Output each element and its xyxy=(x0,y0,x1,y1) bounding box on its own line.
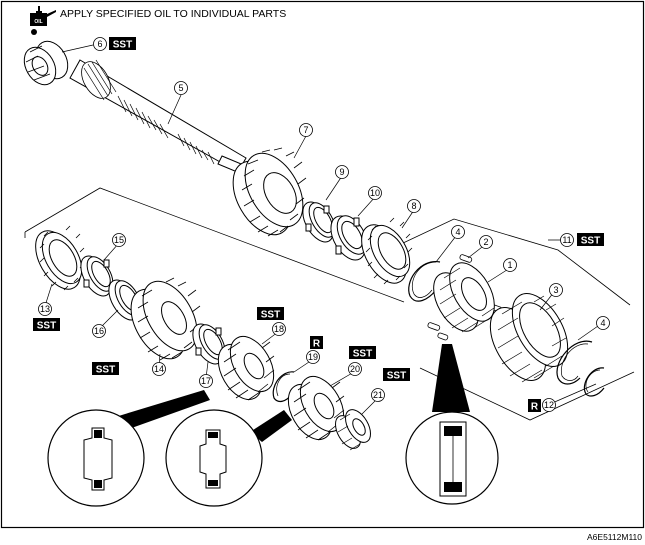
svg-text:R: R xyxy=(531,402,539,413)
figure-code: A6E5112M110 xyxy=(587,532,642,542)
callout-17: 17 xyxy=(199,374,213,388)
callout-6: 6 xyxy=(93,37,107,51)
svg-text:17: 17 xyxy=(201,376,211,386)
sst-tag-11: SST xyxy=(577,233,604,247)
cross-section-c xyxy=(405,344,499,505)
callout-2: 2 xyxy=(479,235,493,249)
svg-text:6: 6 xyxy=(97,39,102,49)
callout-1: 1 xyxy=(503,258,517,272)
svg-text:18: 18 xyxy=(274,324,284,334)
snap-ring-4-upper xyxy=(408,261,441,302)
sst-tag-20: SST xyxy=(349,346,376,360)
ring-9 xyxy=(302,201,336,243)
r-tag-19: R xyxy=(310,336,323,350)
svg-text:19: 19 xyxy=(308,352,318,362)
svg-text:SST: SST xyxy=(261,310,280,321)
gear-7 xyxy=(232,147,307,237)
callouts: 6 5 7 9 10 8 4 2 11 1 3 4 12 15 13 16 14… xyxy=(38,37,610,412)
callout-19: 19 xyxy=(306,350,320,364)
svg-text:R: R xyxy=(313,339,321,350)
ring-17 xyxy=(192,323,226,365)
cross-section-b xyxy=(165,409,292,507)
synchro-ring-13 xyxy=(35,225,85,291)
svg-text:8: 8 xyxy=(411,201,416,211)
callout-12: 12 xyxy=(542,398,556,412)
cross-section-a xyxy=(47,390,210,507)
sst-tag-18: SST xyxy=(257,307,284,321)
svg-text:10: 10 xyxy=(370,188,380,198)
svg-text:14: 14 xyxy=(154,364,164,374)
snap-ring-19 xyxy=(272,371,295,403)
svg-text:11: 11 xyxy=(562,235,571,245)
snap-ring-4-lower xyxy=(556,340,593,385)
svg-text:13: 13 xyxy=(40,304,50,314)
oil-can-icon: OIL xyxy=(30,6,56,35)
callout-4-lower: 4 xyxy=(596,316,610,330)
ring-15 xyxy=(80,255,114,297)
callout-4-upper: 4 xyxy=(451,225,465,239)
ring-10 xyxy=(330,215,368,261)
svg-text:1: 1 xyxy=(507,260,512,270)
shaft-gear-teeth xyxy=(81,59,117,101)
svg-text:SST: SST xyxy=(113,40,132,51)
callout-9: 9 xyxy=(335,165,349,179)
callout-5: 5 xyxy=(174,81,188,95)
svg-text:9: 9 xyxy=(339,167,344,177)
synchro-sleeve-3 xyxy=(489,293,569,383)
svg-text:SST: SST xyxy=(96,365,115,376)
callout-8: 8 xyxy=(407,199,421,213)
gear-14 xyxy=(130,277,201,361)
callout-20: 20 xyxy=(348,362,362,376)
sst-tag-6: SST xyxy=(109,37,136,51)
callout-14: 14 xyxy=(152,362,166,376)
header-text: APPLY SPECIFIED OIL TO INDIVIDUAL PARTS xyxy=(60,8,286,20)
tags: SST SST SST SST SST SST SST R R xyxy=(33,37,604,413)
svg-text:4: 4 xyxy=(600,318,605,328)
bearing-6 xyxy=(23,40,69,86)
svg-text:20: 20 xyxy=(350,364,360,374)
svg-text:SST: SST xyxy=(387,371,406,382)
sst-tag-14: SST xyxy=(92,362,119,376)
svg-text:4: 4 xyxy=(455,227,460,237)
callout-10: 10 xyxy=(368,186,382,200)
svg-text:7: 7 xyxy=(303,125,308,135)
r-tag-12: R xyxy=(528,399,541,413)
callout-13: 13 xyxy=(38,302,52,316)
callout-7: 7 xyxy=(299,123,313,137)
main-shaft-5 xyxy=(69,59,247,175)
svg-text:16: 16 xyxy=(94,326,104,336)
synchro-ring-8 xyxy=(361,217,413,285)
bearing-21 xyxy=(335,409,371,451)
callout-15: 15 xyxy=(112,233,126,247)
callout-11: 11 xyxy=(560,233,574,247)
oil-icon-label: OIL xyxy=(34,19,42,25)
svg-text:SST: SST xyxy=(581,236,600,247)
svg-text:21: 21 xyxy=(373,390,383,400)
svg-text:15: 15 xyxy=(114,235,124,245)
svg-text:2: 2 xyxy=(483,237,488,247)
sst-tag-13: SST xyxy=(33,318,60,332)
svg-text:SST: SST xyxy=(353,349,372,360)
group-boundary-left xyxy=(24,187,405,303)
callout-18: 18 xyxy=(272,322,286,336)
gear-18 xyxy=(217,336,275,401)
svg-text:5: 5 xyxy=(178,83,183,93)
synchro-hub-1 xyxy=(433,262,495,333)
svg-text:12: 12 xyxy=(544,400,554,410)
gear-20 xyxy=(287,376,345,441)
svg-text:3: 3 xyxy=(553,285,558,295)
svg-text:SST: SST xyxy=(37,321,56,332)
callout-3: 3 xyxy=(549,283,563,297)
diagram-border xyxy=(0,0,645,529)
retaining-ring-12 xyxy=(583,367,605,397)
sst-tag-21: SST xyxy=(383,368,410,382)
callout-21: 21 xyxy=(371,388,385,402)
callout-16: 16 xyxy=(92,324,106,338)
synchro-key-2 xyxy=(427,254,503,341)
